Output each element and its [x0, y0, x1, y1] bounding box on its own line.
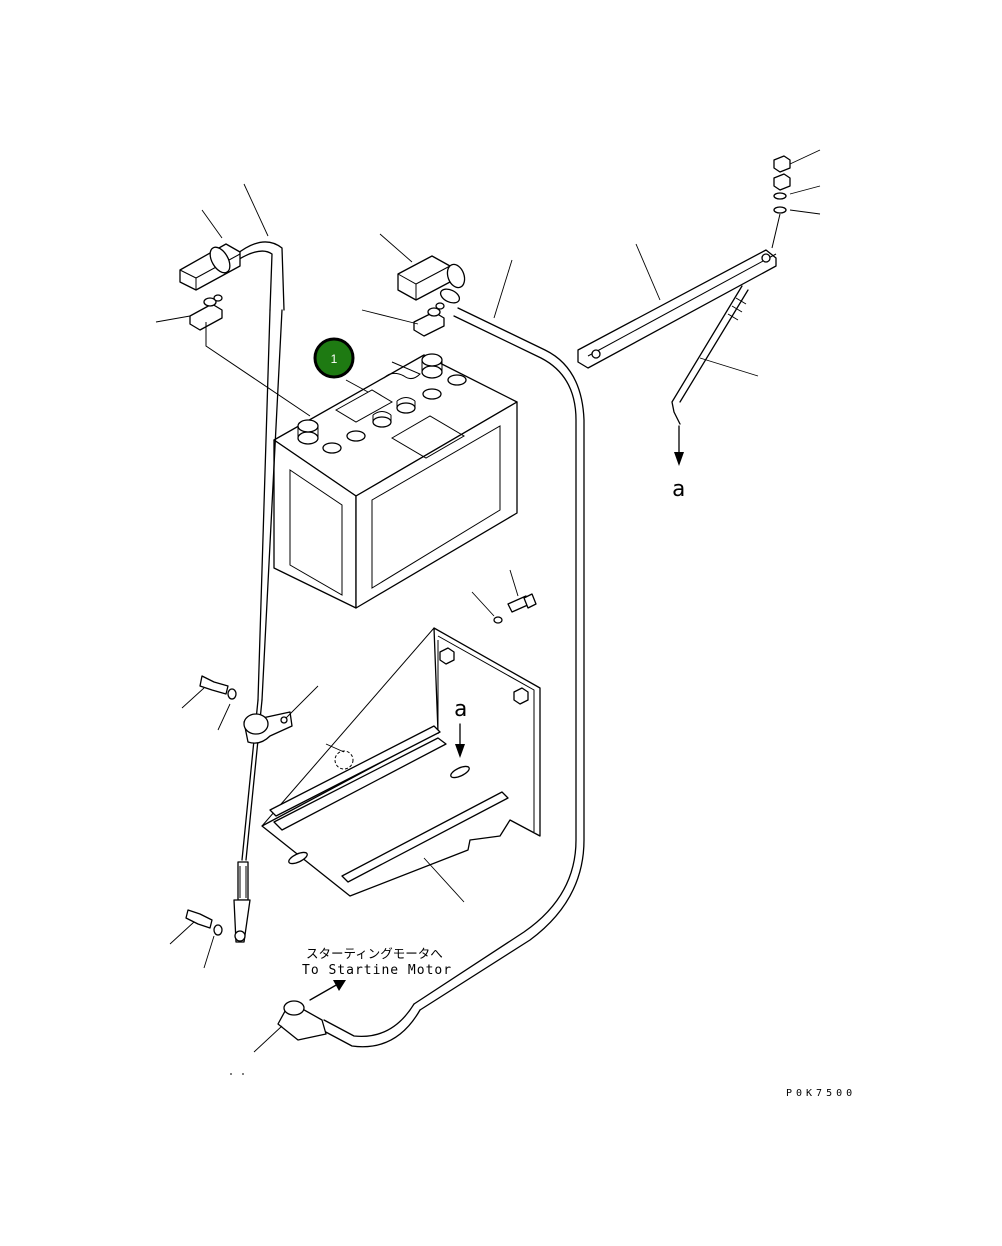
starter-label-jp: スターティングモータへ	[306, 946, 443, 961]
callout-badge-1[interactable]: 1	[313, 337, 355, 379]
positive-terminal	[421, 353, 443, 379]
j-bolt[interactable]	[671, 285, 749, 425]
negative-clamp[interactable]	[189, 294, 311, 417]
starter-arrow	[309, 980, 346, 1001]
nuts-and-washers[interactable]	[771, 155, 791, 249]
battery[interactable]	[273, 353, 518, 609]
positive-terminal-boot[interactable]	[397, 255, 468, 306]
cable-clamp[interactable]	[243, 711, 293, 744]
negative-terminal	[297, 419, 319, 445]
positive-clamp[interactable]	[413, 302, 445, 337]
arrow-a-tray	[455, 723, 465, 758]
hold-down-bar[interactable]	[577, 249, 777, 369]
clamp-bolt[interactable]	[199, 675, 237, 700]
arrow-a-right	[674, 425, 684, 466]
callout-number: 1	[331, 352, 338, 366]
positive-cable[interactable]	[277, 307, 585, 1048]
negative-terminal-boot[interactable]	[179, 243, 241, 291]
tray-bolt[interactable]	[493, 593, 537, 624]
arrow-a-right-label: a	[672, 477, 685, 502]
leader-lines	[155, 149, 821, 1053]
battery-tray[interactable]	[261, 627, 541, 897]
starter-label-en: To Startine Motor	[302, 963, 452, 978]
negative-cable[interactable]	[225, 241, 285, 943]
terminal-bolt[interactable]	[185, 909, 223, 936]
drawing-code: P0K7500	[786, 1088, 856, 1099]
arrow-a-tray-label: a	[454, 697, 467, 722]
battery-caps	[322, 374, 467, 454]
callout-circle	[313, 337, 355, 379]
